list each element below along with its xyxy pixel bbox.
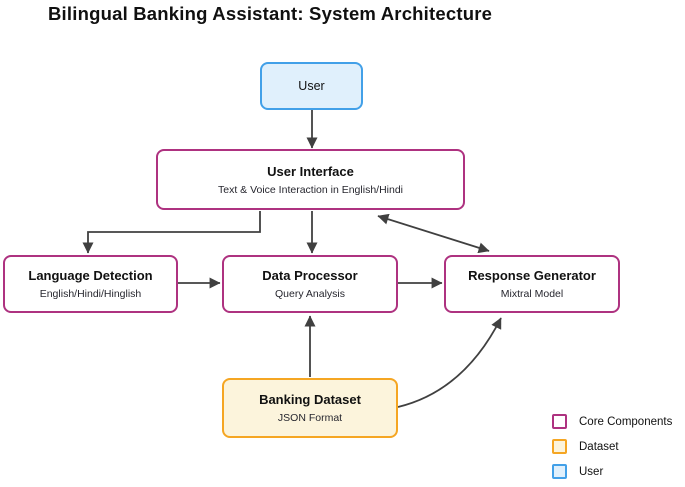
- node-user: User: [260, 62, 363, 110]
- legend-label: Core Components: [579, 415, 673, 428]
- legend-item-dataset: Dataset: [552, 439, 672, 454]
- node-language-detection: Language Detection English/Hindi/Hinglis…: [3, 255, 178, 313]
- arrow-user-interface-response-generator-bidirectional: [377, 213, 490, 254]
- legend: Core Components Dataset User: [552, 414, 672, 479]
- page-title: Bilingual Banking Assistant: System Arch…: [48, 3, 493, 24]
- legend-item-user: User: [552, 464, 672, 479]
- node-user-interface-title: User Interface: [267, 163, 354, 179]
- legend-label: Dataset: [579, 440, 619, 453]
- node-data-processor-title: Data Processor: [262, 268, 358, 283]
- node-response-generator-title: Response Generator: [468, 268, 596, 283]
- node-response-generator-subtitle: Mixtral Model: [500, 288, 564, 300]
- user-swatch: [552, 464, 567, 479]
- legend-item-core-components: Core Components: [552, 414, 672, 429]
- arrow-user-interface-to-language-detection: [82, 211, 261, 254]
- node-user-interface-subtitle: Text & Voice Interaction in English/Hind…: [217, 183, 404, 196]
- legend-label: User: [579, 465, 604, 478]
- node-banking-dataset-subtitle: JSON Format: [277, 412, 343, 424]
- node-response-generator: Response Generator Mixtral Model: [444, 255, 620, 313]
- node-user-interface: User Interface Text & Voice Interaction …: [156, 149, 465, 210]
- node-data-processor-subtitle: Query Analysis: [274, 288, 346, 300]
- core-components-swatch: [552, 414, 567, 429]
- node-language-detection-title: Language Detection: [28, 268, 153, 283]
- node-banking-dataset: Banking Dataset JSON Format: [222, 378, 398, 438]
- arrow-banking-dataset-to-response-generator: [397, 317, 502, 408]
- dataset-swatch: [552, 439, 567, 454]
- node-language-detection-subtitle: English/Hindi/Hinglish: [39, 288, 142, 300]
- node-data-processor: Data Processor Query Analysis: [222, 255, 398, 313]
- node-banking-dataset-title: Banking Dataset: [259, 392, 361, 407]
- node-user-label: User: [298, 79, 325, 93]
